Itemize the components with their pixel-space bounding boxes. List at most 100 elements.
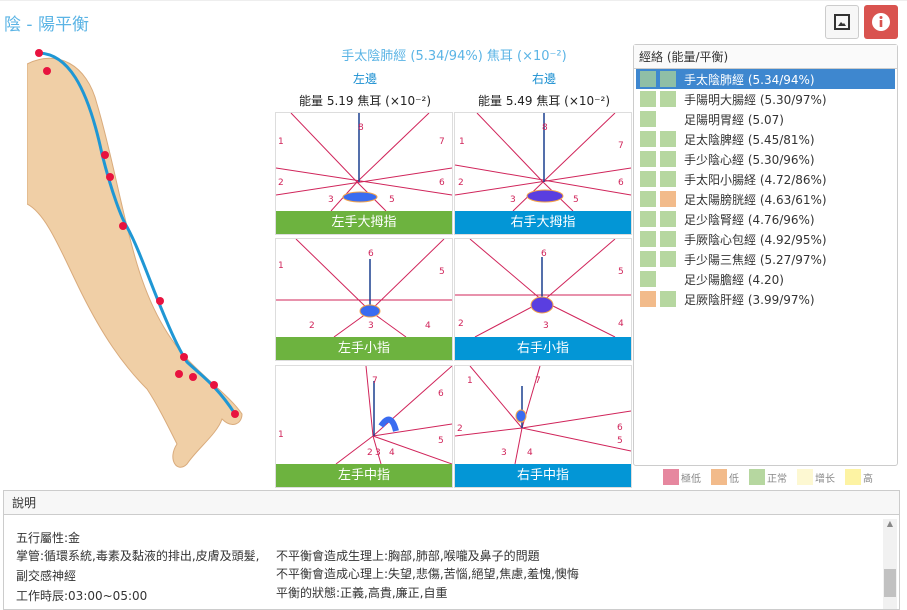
legend-item: 低 <box>711 469 739 485</box>
meridian-item[interactable]: 足少陽膽經 (4.20) <box>636 269 895 289</box>
meridian-label: 足少陰腎經 (4.76/96%) <box>684 212 815 227</box>
element-text: 五行屬性:金 <box>16 531 81 545</box>
meridian-item[interactable]: 手少陰心經 (5.30/96%) <box>636 149 895 169</box>
sector-label: 3 <box>501 448 507 458</box>
left-status-swatch <box>640 251 656 267</box>
sector-label: 2 <box>278 178 284 188</box>
top-border <box>0 0 907 1</box>
sector-label: 3 <box>375 448 381 458</box>
meridian-item[interactable]: 手太陰肺經 (5.34/94%) <box>636 69 895 89</box>
page-title: 陰 - 陽平衡 <box>4 15 89 35</box>
hours-text: 工作時辰:03:00~05:00 <box>16 589 148 603</box>
legend-item: 高 <box>845 469 873 485</box>
sector-label: 7 <box>372 376 378 386</box>
left-side-label: 左邊 <box>352 72 377 86</box>
legend-swatch <box>749 469 765 485</box>
sector-label: 6 <box>541 249 547 259</box>
right-status-swatch <box>660 231 676 247</box>
legend-swatch <box>845 469 861 485</box>
legend-item: 增长 <box>797 469 835 485</box>
governs-text: 掌管:循環系統,毒素及黏液的排出,皮膚及頭髮, <box>16 549 260 563</box>
sector-label: 1 <box>278 430 284 440</box>
sector-label: 1 <box>459 137 465 147</box>
meridian-item[interactable]: 手太阳小腸経 (4.72/86%) <box>636 169 895 189</box>
image-button[interactable] <box>825 5 859 39</box>
description-scrollbar[interactable]: ▲ <box>883 519 897 609</box>
panel-caption: 左手小指 <box>276 337 452 360</box>
sector-label: 8 <box>358 123 364 133</box>
legend-swatch <box>797 469 813 485</box>
meridian-item[interactable]: 足太陰脾經 (5.45/81%) <box>636 129 895 149</box>
sector-label: 2 <box>367 448 373 458</box>
left-status-swatch <box>640 71 656 87</box>
balanced-text: 平衡的狀態:正義,高貴,廉正,自重 <box>276 586 448 600</box>
sector-label: 6 <box>618 178 624 188</box>
meridian-item[interactable]: 足少陰腎經 (4.76/96%) <box>636 209 895 229</box>
meridian-label: 足厥陰肝經 (3.99/97%) <box>684 292 815 307</box>
sector-label: 6 <box>439 178 445 188</box>
panel-caption: 右手大拇指 <box>455 211 631 234</box>
sector-label: 2 <box>458 178 464 188</box>
sector-label: 4 <box>425 321 431 331</box>
panel-caption: 左手大拇指 <box>276 211 452 234</box>
panel-right-thumb[interactable]: 1 8 7 2 6 3 5 右手大拇指 <box>454 112 632 235</box>
sector-label: 7 <box>439 137 445 147</box>
left-status-swatch <box>640 111 656 127</box>
right-status-swatch <box>660 111 676 127</box>
right-status-swatch <box>660 151 676 167</box>
description-panel: 說明 五行屬性:金 掌管:循環系統,毒素及黏液的排出,皮膚及頭髮, 副交感神經 … <box>3 490 900 610</box>
sector-label: 5 <box>438 436 444 446</box>
panel-right-middle-finger[interactable]: 1 7 6 2 3 4 5 右手中指 <box>454 365 632 488</box>
meridian-item[interactable]: 手少陽三焦經 (5.27/97%) <box>636 249 895 269</box>
meridian-item[interactable]: 足陽明胃經 (5.07) <box>636 109 895 129</box>
panel-caption: 右手小指 <box>455 337 631 360</box>
sector-label: 5 <box>573 195 579 205</box>
finger-scan-image <box>455 113 631 211</box>
meridian-label: 手太陰肺經 (5.34/94%) <box>684 72 815 87</box>
meridian-label: 足太陽膀胱經 (4.63/61%) <box>684 192 827 207</box>
right-status-swatch <box>660 171 676 187</box>
panel-left-little-finger[interactable]: 1 6 5 2 3 4 左手小指 <box>275 238 453 361</box>
finger-scan-image <box>455 239 631 337</box>
panel-right-little-finger[interactable]: 6 5 4 2 3 右手小指 <box>454 238 632 361</box>
legend-label: 增长 <box>815 473 835 485</box>
left-status-swatch <box>640 291 656 307</box>
left-status-swatch <box>640 131 656 147</box>
meridian-label: 手厥陰心包經 (4.92/95%) <box>684 232 827 247</box>
left-status-swatch <box>640 211 656 227</box>
info-button[interactable] <box>864 5 898 39</box>
acupoints <box>35 49 239 418</box>
right-side-label: 右邊 <box>531 72 556 86</box>
finger-scan-image <box>276 239 452 337</box>
meridian-item[interactable]: 足太陽膀胱經 (4.63/61%) <box>636 189 895 209</box>
sector-label: 1 <box>467 376 473 386</box>
sector-label: 3 <box>368 321 374 331</box>
left-status-swatch <box>640 171 656 187</box>
meridian-item[interactable]: 手陽明大腸經 (5.30/97%) <box>636 89 895 109</box>
arm-meridian-diagram <box>27 49 243 468</box>
legend-label: 高 <box>863 473 873 485</box>
scroll-up-icon[interactable]: ▲ <box>886 519 894 528</box>
meridian-label: 手少陰心經 (5.30/96%) <box>684 152 815 167</box>
finger-scan-image <box>276 113 452 211</box>
panel-left-middle-finger[interactable]: 7 6 1 5 2 3 4 左手中指 <box>275 365 453 488</box>
sector-label: 8 <box>542 123 548 133</box>
scroll-thumb[interactable] <box>884 569 896 597</box>
sector-label: 4 <box>618 319 624 329</box>
meridian-item[interactable]: 手厥陰心包經 (4.92/95%) <box>636 229 895 249</box>
description-header: 說明 <box>4 491 899 515</box>
panel-caption: 右手中指 <box>455 464 631 487</box>
meridian-label: 手少陽三焦經 (5.27/97%) <box>684 252 827 267</box>
physical-text: 不平衡會造成生理上:胸部,肺部,喉嚨及鼻子的問題 <box>276 549 540 563</box>
left-status-swatch <box>640 151 656 167</box>
right-status-swatch <box>660 131 676 147</box>
sector-label: 5 <box>439 267 445 277</box>
sector-label: 4 <box>389 448 395 458</box>
panel-left-thumb[interactable]: 1 8 7 2 6 3 5 左手大拇指 <box>275 112 453 235</box>
sector-label: 5 <box>618 267 624 277</box>
mental-text: 不平衡會造成心理上:失望,悲傷,苦惱,絕望,焦慮,羞愧,懊悔 <box>276 567 579 581</box>
sector-label: 6 <box>617 423 623 433</box>
sector-label: 7 <box>618 141 624 151</box>
meridian-item[interactable]: 足厥陰肝經 (3.99/97%) <box>636 289 895 309</box>
legend-item: 極低 <box>663 469 701 485</box>
